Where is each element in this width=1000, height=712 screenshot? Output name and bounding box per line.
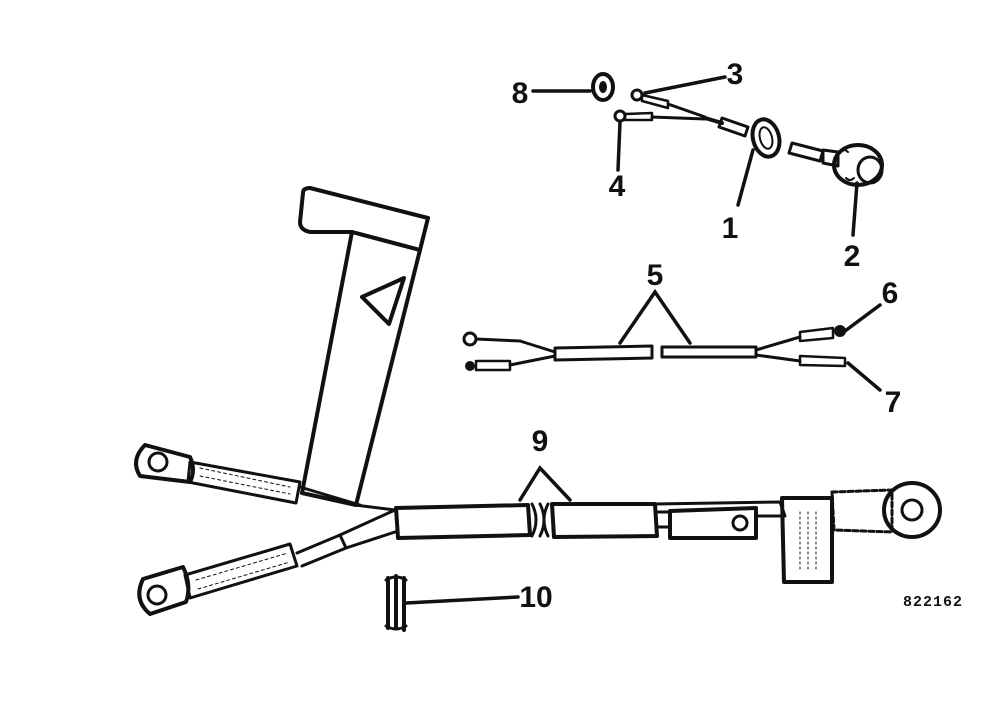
terminal-part-7 xyxy=(798,354,847,368)
callout-8: 8 xyxy=(512,77,529,110)
callout-10: 10 xyxy=(519,581,552,614)
callout-4: 4 xyxy=(609,170,626,203)
terminal-part-3 xyxy=(630,88,707,119)
terminal-part-4 xyxy=(613,109,707,123)
grommet-part-8 xyxy=(591,72,615,102)
callout-6: 6 xyxy=(882,277,899,310)
figure-part-number: 822162 xyxy=(903,594,963,611)
grommet-ring-part-1 xyxy=(750,117,782,159)
callout-5: 5 xyxy=(647,259,664,292)
callout-1: 1 xyxy=(722,212,739,245)
warning-triangle-icon xyxy=(360,276,406,326)
callout-9: 9 xyxy=(532,425,549,458)
plug-part-2 xyxy=(821,143,884,187)
callout-7: 7 xyxy=(885,386,902,419)
main-harness-part-9 xyxy=(134,186,942,616)
terminal-part-6 xyxy=(798,325,846,343)
callout-labels: 1 2 3 4 5 6 7 8 9 10 xyxy=(512,58,902,614)
leader-lines xyxy=(404,75,882,605)
lead-assembly xyxy=(462,325,847,372)
clip-part-10 xyxy=(384,574,408,632)
ring-terminal-upper-left xyxy=(134,443,362,507)
sleeve-right-part-5 xyxy=(660,345,758,359)
sleeve-left-part-5 xyxy=(553,344,654,362)
splice-joint xyxy=(530,502,550,538)
callout-3: 3 xyxy=(727,58,744,91)
ring-terminal-lower-left xyxy=(137,533,348,616)
ring-terminal-right xyxy=(830,481,942,539)
harness-tag xyxy=(298,186,430,507)
callout-2: 2 xyxy=(844,240,861,273)
wire-label-tag xyxy=(780,496,834,584)
